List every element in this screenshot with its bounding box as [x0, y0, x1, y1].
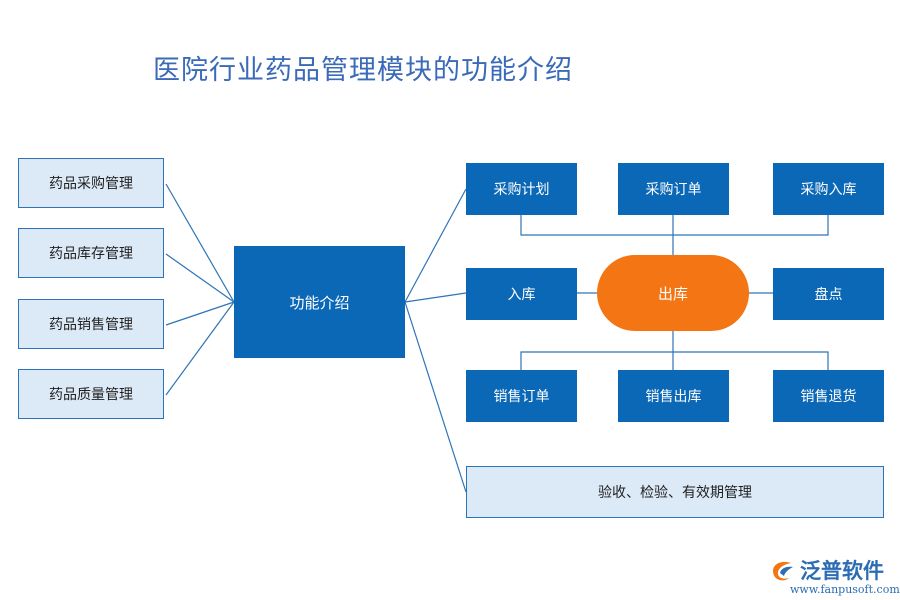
connector-left-3	[165, 301, 235, 326]
left-box-inventory-mgmt: 药品库存管理	[18, 228, 164, 278]
top-bracket	[520, 215, 829, 236]
brand-name: 泛普软件	[800, 559, 884, 583]
node-stocktake: 盘点	[773, 268, 884, 320]
brand-logo-icon	[773, 561, 793, 581]
brand-url: www.fanpusoft.com	[790, 583, 900, 596]
node-purchase-plan: 采购计划	[466, 163, 577, 215]
brand-logo: 泛普软件	[770, 555, 884, 585]
bottom-bracket	[520, 351, 829, 370]
node-purchase-order: 采购订单	[618, 163, 729, 215]
center-node: 功能介绍	[234, 246, 405, 358]
node-sales-order: 销售订单	[466, 370, 577, 422]
left-box-sales-mgmt: 药品销售管理	[18, 299, 164, 349]
connector-left-1	[165, 183, 235, 303]
left-box-purchase-mgmt: 药品采购管理	[18, 158, 164, 208]
hub-outbound: 出库	[597, 255, 749, 331]
connector-right-top	[404, 188, 467, 303]
connector-right-mid	[404, 292, 467, 303]
node-purchase-inbound: 采购入库	[773, 163, 884, 215]
node-inspection-expiry: 验收、检验、有效期管理	[466, 466, 884, 518]
connector-left-2	[165, 253, 235, 303]
connector-right-bottom	[404, 301, 467, 493]
connector-left-4	[165, 301, 235, 396]
node-sales-outbound: 销售出库	[618, 370, 729, 422]
page-title: 医院行业药品管理模块的功能介绍	[153, 55, 573, 86]
left-box-quality-mgmt: 药品质量管理	[18, 369, 164, 419]
node-inbound: 入库	[466, 268, 577, 320]
node-sales-return: 销售退货	[773, 370, 884, 422]
